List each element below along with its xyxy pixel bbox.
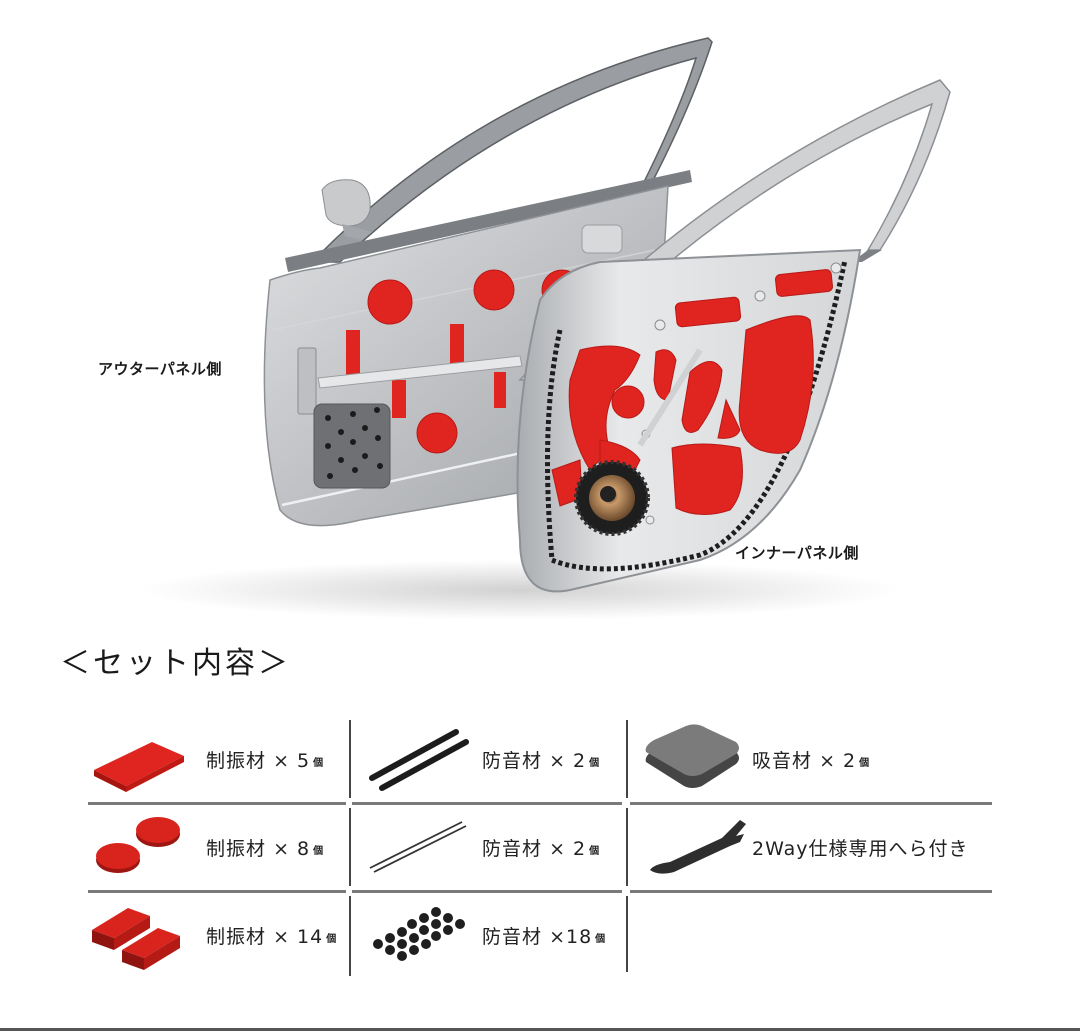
pry-tool-icon: [650, 820, 746, 874]
bottom-divider: [0, 1028, 1080, 1031]
grid-divider: [88, 890, 346, 893]
grid-divider: [626, 808, 628, 886]
door-diagram: アウターパネル側 インナーパネル側: [98, 37, 951, 620]
set-item: 2Way仕様専用へら付き: [640, 806, 992, 890]
inner-panel-label: インナーパネル側: [735, 544, 859, 562]
set-contents-title: ＜セット内容＞: [60, 646, 291, 681]
black-foam-strip-icon: [369, 729, 469, 791]
red-sheet-icon: [94, 742, 184, 792]
grid-divider: [88, 802, 346, 805]
grid-divider: [349, 896, 351, 976]
grid-divider: [349, 720, 351, 798]
grid-divider: [352, 802, 622, 805]
outer-panel-label: アウターパネル側: [98, 360, 222, 378]
grid-divider: [626, 720, 628, 798]
grid-divider: [626, 896, 628, 972]
grid-divider: [352, 890, 622, 893]
gray-foam-pad-icon: [645, 724, 739, 788]
grid-divider: [349, 808, 351, 886]
red-sheet-stack-icon: [92, 908, 180, 970]
grid-divider: [630, 890, 992, 893]
grid-divider: [630, 802, 992, 805]
black-ring-pads-icon: [373, 907, 465, 961]
red-round-disc-icon: [96, 817, 180, 873]
set-item-label: 2Way仕様専用へら付き: [752, 838, 969, 860]
door-illustration: [140, 37, 951, 620]
thin-strip-icon: [369, 821, 467, 873]
inner-panel: [516, 79, 951, 593]
